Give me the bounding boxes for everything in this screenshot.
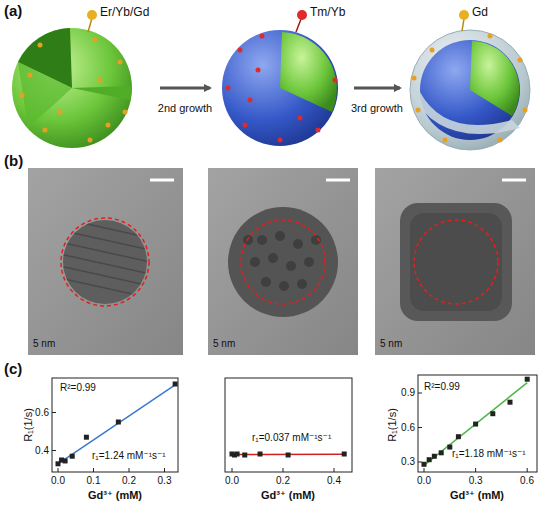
data-point (84, 435, 89, 440)
axis-title: Gd³⁺ (mM) (261, 489, 315, 502)
tick-label: 0.0 (417, 475, 431, 487)
tick (283, 468, 284, 472)
panel-letter: (c) (4, 360, 22, 377)
data-point (173, 382, 178, 387)
dopant-label: Gd (472, 6, 488, 20)
tick-label: 0.4 (327, 475, 341, 487)
tick (334, 468, 335, 472)
scale-label: 5 nm (33, 338, 55, 350)
tick-label: 0.2 (122, 475, 136, 487)
tem-image (208, 168, 358, 355)
tick-label: 0.0 (51, 475, 65, 487)
tick (232, 468, 233, 472)
relaxivity: r₁=1.24 mM⁻¹s⁻¹ (92, 450, 166, 462)
charts (52, 375, 537, 472)
edge-label: 3rd growth (349, 102, 405, 115)
tick-label: 0.0 (225, 475, 239, 487)
data-point (473, 422, 478, 427)
tick-label: 0.6 (35, 407, 49, 419)
tick (475, 468, 476, 472)
data-point (70, 454, 75, 459)
tick-label: 0.3 (401, 456, 415, 468)
relaxivity: r₁=1.18 mM⁻¹s⁻¹ (452, 448, 526, 460)
data-point (258, 452, 263, 457)
axis-title: Gd³⁺ (mM) (88, 489, 142, 502)
tick (93, 468, 94, 472)
data-point (456, 434, 461, 439)
tick-label: 0.2 (276, 475, 290, 487)
scale-label: 5 nm (213, 338, 235, 350)
growth-arrow (160, 87, 210, 90)
data-point (508, 400, 513, 405)
data-point (63, 458, 68, 463)
tick (58, 468, 59, 472)
core-sphere (12, 10, 132, 148)
sphere-node: Er/Yb/Gd (8, 0, 158, 150)
tick (418, 462, 422, 463)
tick (52, 412, 56, 413)
dopant-label: Er/Yb/Gd (100, 6, 149, 20)
tick (418, 427, 422, 428)
tem-image (28, 168, 183, 355)
edge-label: 2nd growth (156, 102, 214, 115)
plot-frame (418, 375, 537, 472)
axis-title: Gd³⁺ (mM) (450, 489, 504, 502)
core-shell-shell-sphere (410, 10, 530, 150)
data-point (447, 445, 452, 450)
dopant-label: Tm/Yb (310, 6, 345, 20)
fit-r2: R²=0.99 (60, 382, 96, 394)
core-shell-sphere (222, 10, 338, 146)
fit-r2: R²=0.99 (424, 381, 460, 393)
axis-title: R₁(1/s) (386, 408, 399, 442)
data-point (116, 420, 121, 425)
plot-frame (52, 378, 178, 472)
data-point (342, 452, 347, 457)
tick-label: 0.1 (87, 475, 101, 487)
relaxivity: r₁=0.037 mM⁻¹s⁻¹ (252, 432, 331, 444)
tick (527, 468, 528, 472)
scale-label: 5 nm (380, 338, 402, 350)
tick (52, 450, 56, 451)
sphere-node: Gd (402, 0, 542, 150)
fit-line (424, 383, 527, 466)
sphere-node: Tm/Yb (212, 0, 352, 150)
fit-line (58, 385, 175, 464)
tem-image (375, 168, 535, 355)
data-point (432, 454, 437, 459)
data-point (242, 453, 247, 458)
data-point (490, 411, 495, 416)
tick-label: 0.3 (469, 475, 483, 487)
data-point (286, 453, 291, 458)
tick-label: 0.9 (401, 387, 415, 399)
data-point (422, 462, 427, 467)
axis-title: R₁(1/s) (22, 408, 35, 442)
panel-letter: (a) (4, 2, 22, 19)
tick-label: 0.3 (158, 475, 172, 487)
data-point (525, 377, 530, 382)
growth-arrow (354, 87, 400, 90)
tick-label: 0.6 (520, 475, 534, 487)
data-point (439, 450, 444, 455)
panel-letter: (b) (4, 152, 23, 169)
data-point (235, 452, 240, 457)
tick (418, 393, 422, 394)
data-point (427, 457, 432, 462)
tick-label: 0.4 (35, 445, 49, 457)
tick (164, 468, 165, 472)
plot-frame (225, 378, 352, 472)
tick (424, 468, 425, 472)
tick (129, 468, 130, 472)
tick-label: 0.6 (401, 422, 415, 434)
